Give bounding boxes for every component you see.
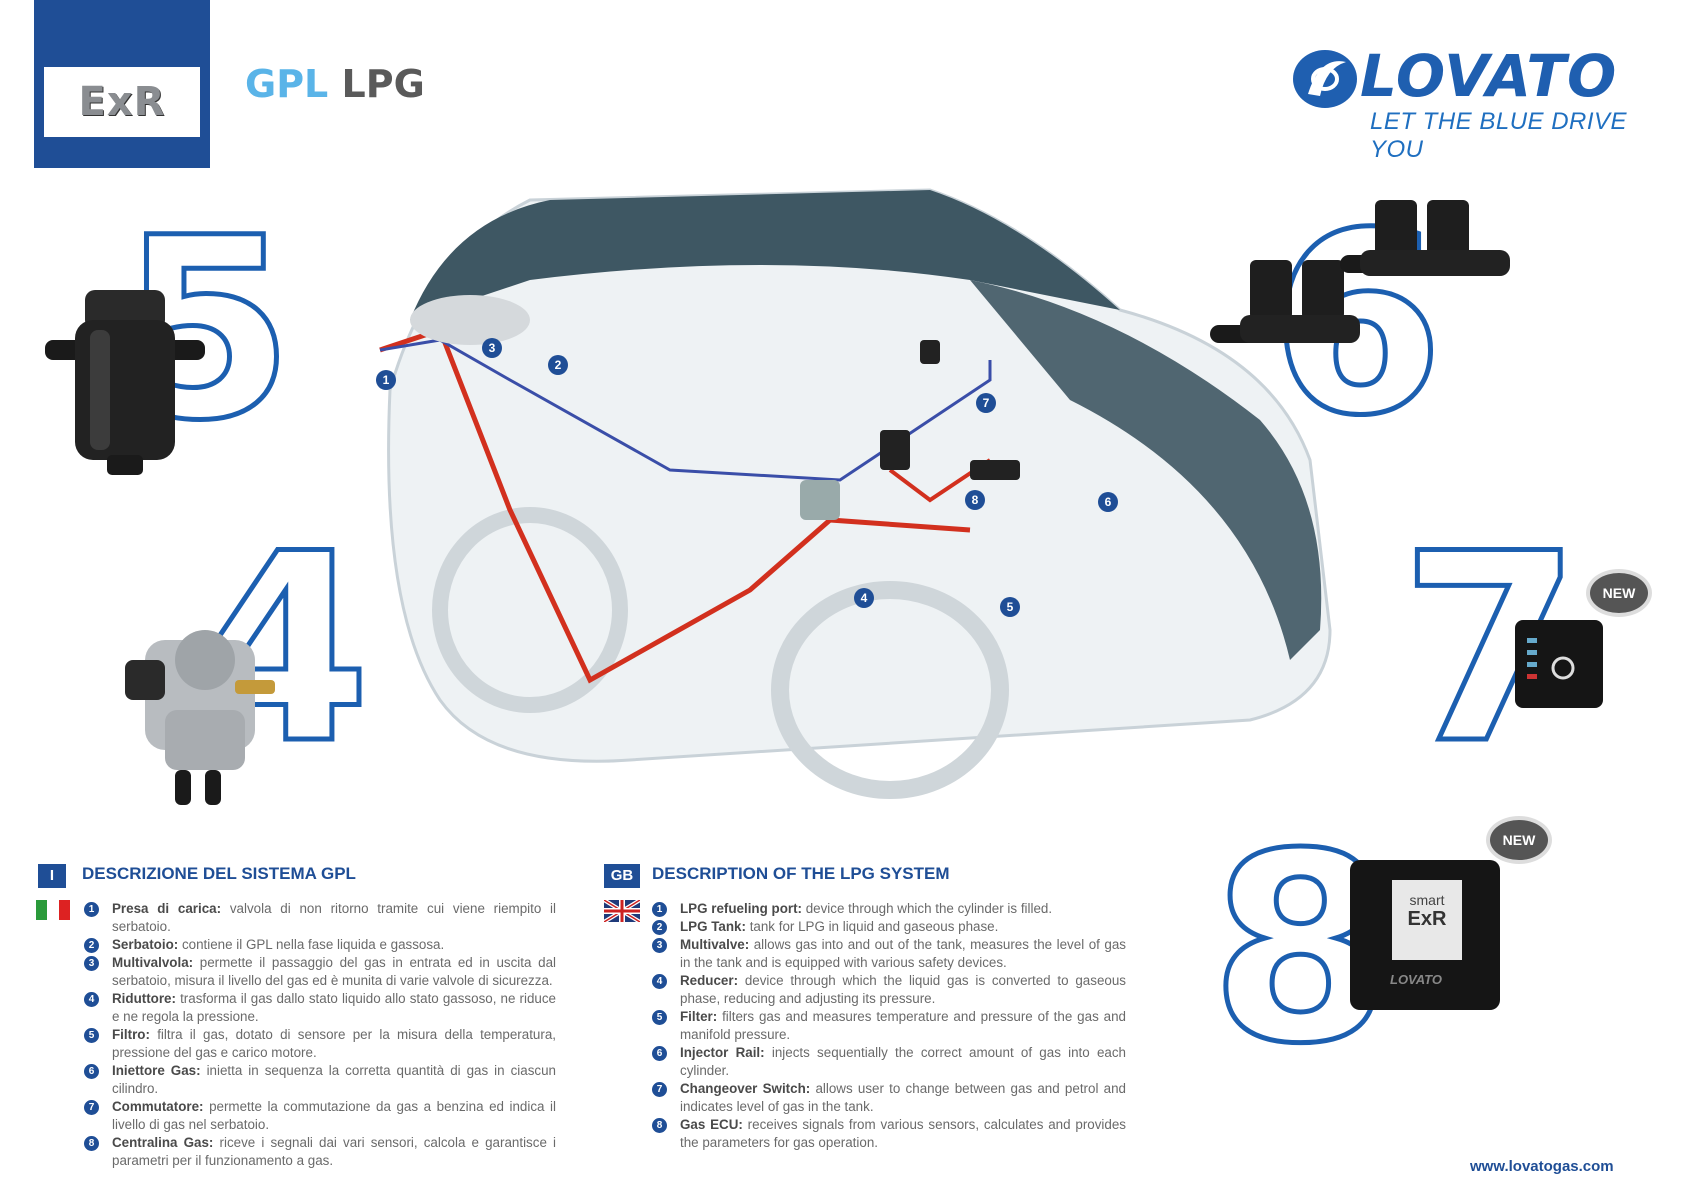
injector-rail-image	[1210, 200, 1510, 343]
page-title: GPL LPG	[245, 62, 425, 106]
exr-logo: ExR	[44, 67, 200, 137]
callout-3: 3	[482, 338, 502, 358]
new-badge-ecu: NEW	[1490, 820, 1548, 860]
title-gpl: GPL	[245, 62, 329, 106]
ecu-label: smart ExR	[1392, 880, 1462, 960]
english-flag-label: GB	[604, 864, 640, 888]
ecu-brand: LOVATO	[1390, 972, 1442, 987]
car-illustration	[379, 188, 1332, 799]
exr-badge: ExR	[34, 0, 210, 168]
changeover-switch-image	[1515, 620, 1603, 708]
lovato-swoosh-icon	[1293, 50, 1357, 108]
uk-flag-icon	[604, 900, 640, 922]
callout-6: 6	[1098, 492, 1118, 512]
lovato-wordmark: LOVATO	[1360, 42, 1618, 110]
italy-flag-icon	[36, 900, 70, 920]
callout-8: 8	[965, 490, 985, 510]
new-badge-switch: NEW	[1590, 573, 1648, 613]
callout-5: 5	[1000, 597, 1020, 617]
italian-heading: DESCRIZIONE DEL SISTEMA GPL	[82, 864, 356, 883]
reducer-component-image	[125, 630, 275, 805]
callout-2: 2	[548, 355, 568, 375]
filter-component-image	[45, 290, 205, 475]
ecu-component-image: smart ExR LOVATO	[1350, 860, 1500, 1010]
callout-7: 7	[976, 393, 996, 413]
lovato-tagline: LET THE BLUE DRIVE YOU	[1370, 108, 1628, 163]
exr-logo-text: ExR	[78, 79, 166, 125]
callout-4: 4	[854, 588, 874, 608]
ecu-label-bottom: ExR	[1407, 908, 1447, 930]
website-link[interactable]: www.lovatogas.com	[1470, 1158, 1614, 1175]
english-heading: DESCRIPTION OF THE LPG SYSTEM	[652, 864, 950, 883]
italian-flag-label: I	[38, 864, 66, 888]
callout-1: 1	[376, 370, 396, 390]
ecu-label-top: smart	[1409, 892, 1445, 908]
title-lpg: LPG	[341, 62, 425, 106]
lovato-logo: LOVATO LET THE BLUE DRIVE YOU	[1290, 42, 1650, 163]
